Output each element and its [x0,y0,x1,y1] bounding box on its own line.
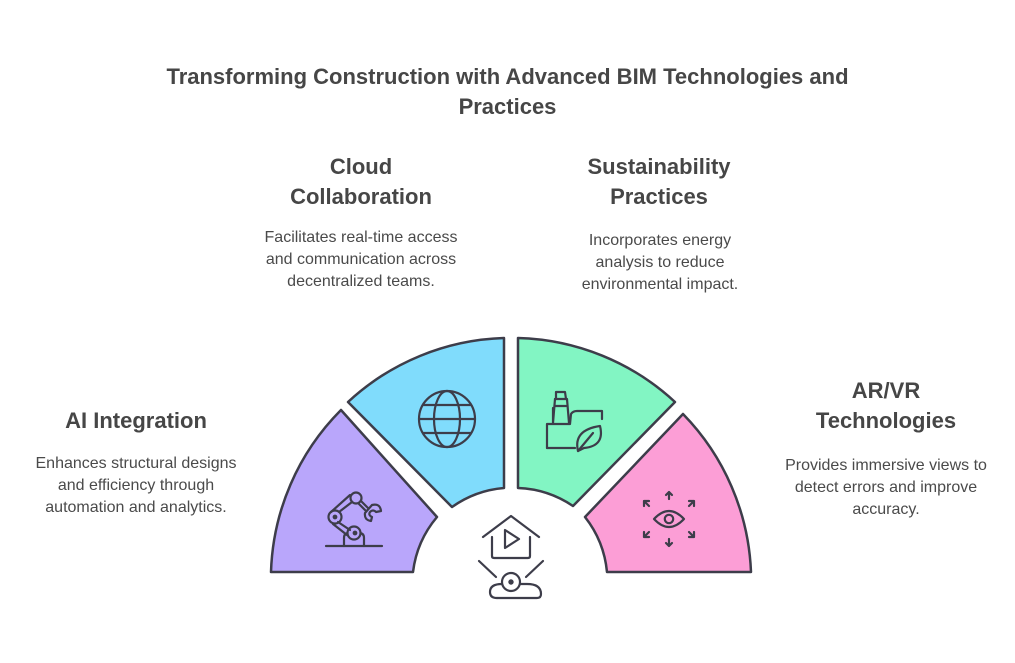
segment-ai-integration[interactable] [269,408,439,574]
heading-line: AR/VR [851,378,921,403]
heading-cloud-collaboration: Cloud Collaboration [250,152,472,212]
house-play-projector-icon [477,514,545,600]
heading-line: Technologies [815,408,957,433]
heading-line: AI Integration [65,408,207,433]
heading-line: Collaboration [290,184,432,209]
globe-icon [417,389,477,449]
desc-ai-integration: Enhances structural designs and efficien… [35,455,237,516]
segment-cloud-collaboration[interactable] [346,336,506,509]
heading-ai-integration: AI Integration [26,406,246,436]
heading-line: Sustainability [587,154,731,179]
desc-ar-vr-technologies: Provides immersive views to detect error… [785,457,987,518]
segment-sustainability-practices[interactable] [516,336,677,508]
desc-cloud-collaboration: Facilitates real-time access and communi… [264,229,458,290]
heading-ar-vr-technologies: AR/VR Technologies [776,376,996,436]
heading-line: Cloud [329,154,393,179]
robotic-arm-icon [324,491,384,548]
heading-line: Practices [610,184,708,209]
diagram-title: Transforming Construction with Advanced … [166,64,849,119]
factory-leaf-icon [545,390,604,453]
desc-sustainability-practices: Incorporates energy analysis to reduce e… [581,232,739,293]
heading-sustainability-practices: Sustainability Practices [548,152,770,212]
eye-view-icon [642,490,696,548]
